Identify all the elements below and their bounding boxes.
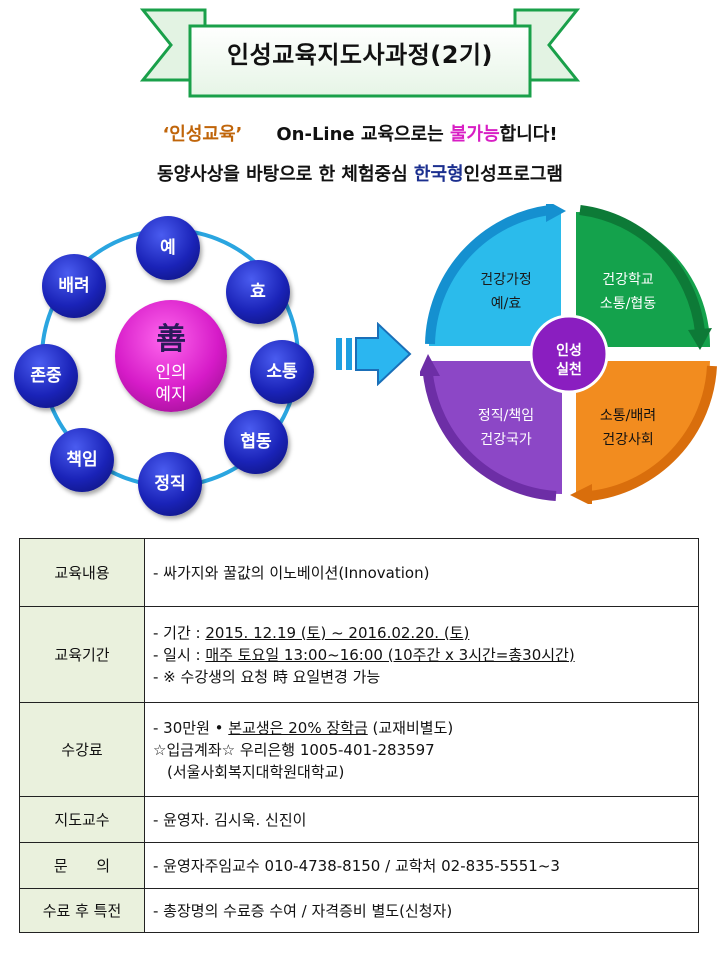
q4-line-1: 정직/책임	[477, 408, 535, 424]
intro-mid: On-Line 교육으로는	[276, 124, 450, 145]
q4-line-2: 건강국가	[480, 432, 532, 448]
virtue-center: 善 인의 예지	[115, 300, 227, 412]
intro2-end: 인성프로그램	[463, 164, 563, 185]
row-value-period: - 기간 : 2015. 12.19 (토) ~ 2016.02.20. (토)…	[144, 606, 699, 703]
intro-end: 합니다!	[499, 124, 558, 145]
course-info-table: 교육내용 - 싸가지와 꿀값의 이노베이션(Innovation) 교육기간 -…	[19, 538, 699, 933]
virtue-ye: 예	[136, 216, 200, 280]
row-value-fee: - 30만원 • 본교생은 20% 장학금 (교재비별도) ☆입금계좌☆ 우리은…	[144, 702, 699, 797]
intro-highlight: 불가능	[449, 124, 500, 145]
intro2-highlight: 한국형	[413, 164, 464, 185]
intro2-start: 동양사상을 바탕으로 한 체험중심	[157, 164, 414, 185]
virtue-hyo: 효	[226, 260, 290, 324]
cycle-center-line-2: 실천	[556, 362, 582, 378]
schedule-value: 매주 토요일 13:00~16:00 (10주간 x 3시간=총30시간)	[205, 645, 575, 664]
table-row: 문 의 - 윤영자주임교수 010-4738-8150 / 교학처 02-835…	[19, 842, 699, 889]
cycle-label-school: 건강학교 소통/협동	[578, 268, 678, 316]
virtue-hyeopdong: 협동	[224, 410, 288, 474]
row-value-benefit: - 총장명의 수료증 수여 / 자격증비 별도(신청자)	[144, 888, 699, 933]
row-head-period: 교육기간	[19, 606, 145, 703]
table-row: 수료 후 특전 - 총장명의 수료증 수여 / 자격증비 별도(신청자)	[19, 888, 699, 933]
cycle-quadrant-school	[576, 212, 711, 347]
q1-line-1: 건강가정	[480, 272, 532, 288]
period-prefix: - 기간 :	[153, 623, 206, 642]
schedule-prefix: - 일시 :	[153, 645, 206, 664]
virtue-chaegim: 책임	[50, 428, 114, 492]
virtue-baeryeo: 배려	[42, 254, 106, 318]
q2-line-2: 소통/협동	[599, 296, 657, 312]
fee-suffix: (교재비별도)	[367, 718, 454, 737]
banner-front	[188, 24, 532, 98]
table-row: 교육기간 - 기간 : 2015. 12.19 (토) ~ 2016.02.20…	[19, 606, 699, 703]
intro-quote: ‘인성교육’	[162, 124, 243, 145]
fee-scholarship: 본교생은 20% 장학금	[228, 718, 368, 737]
q1-line-2: 예/효	[490, 296, 522, 312]
virtue-jonjung: 존중	[14, 344, 78, 408]
row-head-fee: 수강료	[19, 702, 145, 797]
table-row: 지도교수 - 윤영자. 김시욱. 신진이	[19, 796, 699, 843]
title-banner	[139, 8, 581, 98]
q3-line-2: 건강사회	[602, 432, 654, 448]
schedule-note: - ※ 수강생의 요청 時 요일변경 가능	[153, 667, 381, 686]
row-head-benefit: 수료 후 특전	[19, 888, 145, 933]
cycle-center	[529, 314, 609, 394]
fee-account-holder: (서울사회복지대학원대학교)	[167, 762, 345, 781]
intro-line-2: 동양사상을 바탕으로 한 체험중심 한국형인성프로그램	[0, 160, 720, 186]
cycle-quadrant-nation	[428, 361, 562, 494]
q2-line-1: 건강학교	[602, 272, 654, 288]
row-value-instructors: - 윤영자. 김시욱. 신진이	[144, 796, 699, 843]
cycle-center-label: 인성 실천	[531, 342, 607, 380]
fee-prefix: - 30만원 •	[153, 718, 229, 737]
cycle-center-line-1: 인성	[556, 343, 582, 359]
virtue-jeongjik: 정직	[138, 452, 202, 516]
row-head-inquiry: 문 의	[19, 842, 145, 889]
cycle-quadrant-society	[576, 361, 710, 494]
table-row: 교육내용 - 싸가지와 꿀값의 이노베이션(Innovation)	[19, 538, 699, 607]
row-value-content: - 싸가지와 꿀값의 이노베이션(Innovation)	[144, 538, 699, 607]
period-value: 2015. 12.19 (토) ~ 2016.02.20. (토)	[205, 623, 470, 642]
row-head-instructors: 지도교수	[19, 796, 145, 843]
table-row: 수강료 - 30만원 • 본교생은 20% 장학금 (교재비별도) ☆입금계좌☆…	[19, 702, 699, 797]
cycle-label-society: 소통/배려 건강사회	[578, 404, 678, 452]
row-head-content: 교육내용	[19, 538, 145, 607]
center-hanja: 善	[156, 322, 186, 357]
practice-cycle	[420, 204, 717, 504]
center-line-1: 인의	[155, 363, 187, 383]
cycle-label-family: 건강가정 예/효	[456, 268, 556, 316]
cycle-label-nation: 정직/책임 건강국가	[456, 404, 556, 452]
right-arrow-icon	[336, 322, 412, 386]
q3-line-1: 소통/배려	[599, 408, 657, 424]
row-value-inquiry: - 윤영자주임교수 010-4738-8150 / 교학처 02-835-555…	[144, 842, 699, 889]
virtue-sotong: 소통	[250, 340, 314, 404]
fee-account: ☆입금계좌☆ 우리은행 1005-401-283597	[153, 740, 435, 759]
page-title: 인성교육지도사과정(2기)	[227, 41, 493, 69]
intro-line-1: ‘인성교육’ On-Line 교육으로는 불가능합니다!	[0, 120, 720, 146]
center-line-2: 예지	[155, 385, 187, 405]
